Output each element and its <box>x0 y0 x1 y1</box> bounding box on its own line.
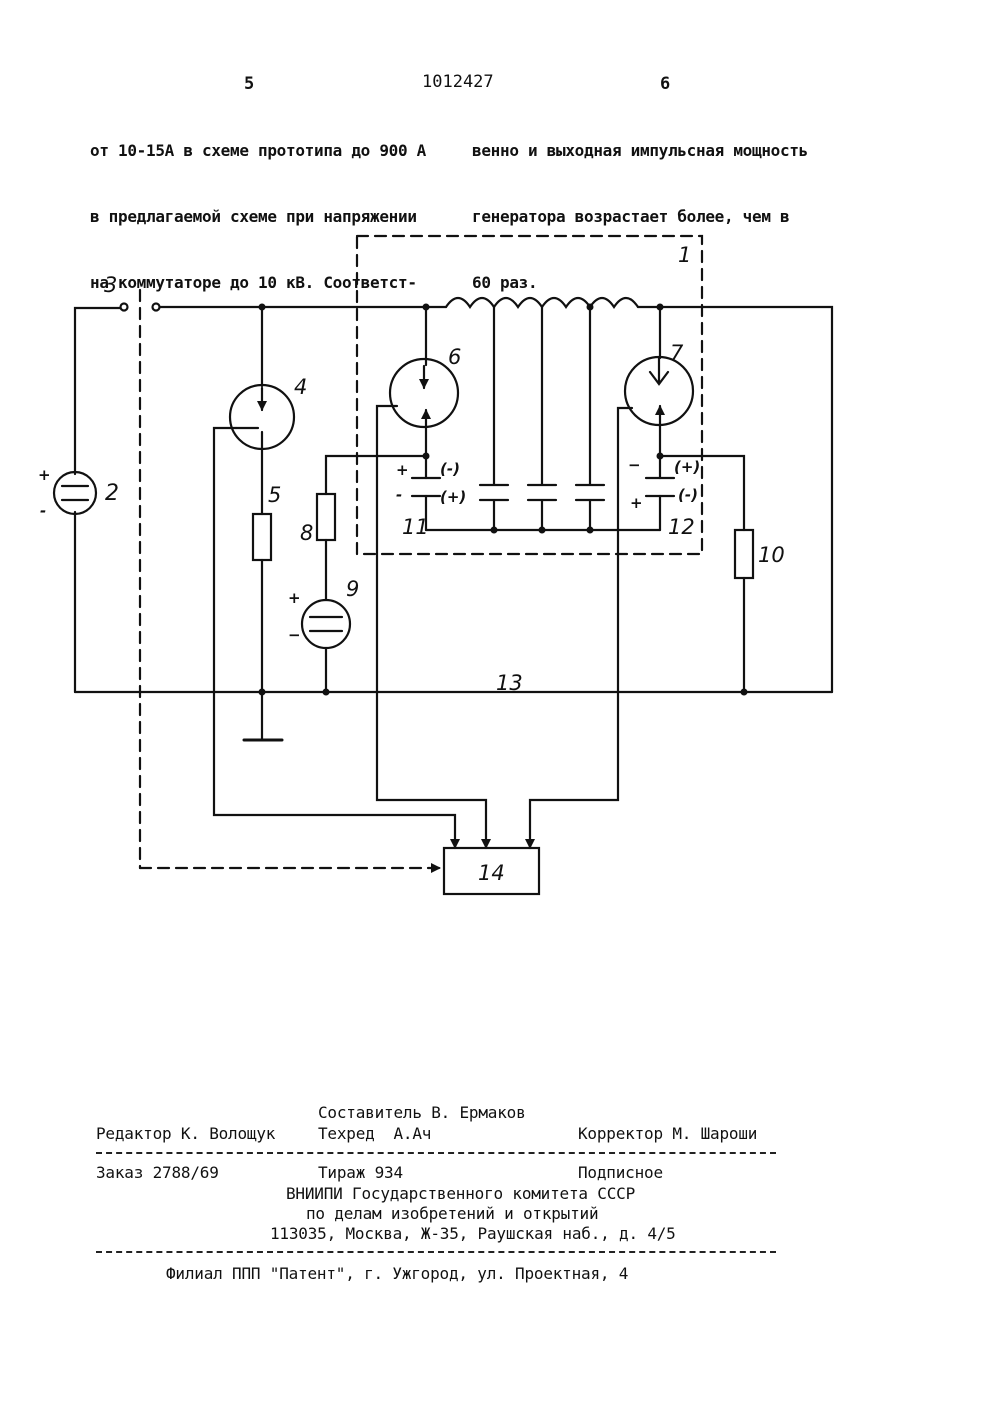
junction <box>657 453 664 460</box>
capacitor <box>576 307 604 530</box>
label-4: 4 <box>294 375 307 399</box>
source-9-plates <box>310 617 342 631</box>
label-2: 2 <box>105 481 119 506</box>
junction <box>323 689 330 696</box>
control-lead <box>214 428 455 848</box>
switch-contact <box>121 304 128 311</box>
source-2-plates <box>62 486 88 500</box>
junction <box>423 453 430 460</box>
polarity-mark: (-) <box>678 486 698 504</box>
junction <box>657 304 664 311</box>
label-6: 6 <box>448 345 461 369</box>
source-9 <box>302 600 350 648</box>
footer-compiler: Составитель В. Ермаков <box>318 1103 526 1122</box>
wire <box>75 308 120 474</box>
polarity-mark: - <box>40 502 46 520</box>
capacitor <box>480 307 508 530</box>
footer-circulation: Тираж 934 <box>318 1163 403 1182</box>
polarity-mark: + <box>630 494 643 512</box>
footer-rule <box>96 1152 776 1154</box>
footer-subscription: Подписное <box>578 1163 663 1182</box>
source-2 <box>54 472 96 514</box>
junction <box>587 304 594 311</box>
label-10: 10 <box>758 543 785 567</box>
control-lead <box>530 408 632 848</box>
switch-7-arrow <box>650 358 668 384</box>
resistor-8 <box>317 494 335 540</box>
capacitor-12 <box>646 478 674 496</box>
footer-address: 113035, Москва, Ж-35, Раушская наб., д. … <box>270 1224 676 1243</box>
footer-organization: по делам изобретений и открытий <box>306 1204 598 1223</box>
footer-techred: Техред А.Ач <box>318 1124 431 1143</box>
junction <box>741 689 748 696</box>
junction <box>587 527 594 534</box>
footer-order: Заказ 2788/69 <box>96 1163 219 1182</box>
block-1-boundary <box>357 236 702 554</box>
switch-contact <box>153 304 160 311</box>
polarity-mark: + <box>288 589 301 607</box>
polarity-mark: + <box>38 466 51 484</box>
capacitor-11 <box>412 478 440 496</box>
junction <box>259 304 266 311</box>
resistor-5 <box>253 514 271 560</box>
top-rail <box>638 307 832 692</box>
polarity-mark: - <box>396 486 402 504</box>
junction <box>539 527 546 534</box>
junction <box>491 527 498 534</box>
control-lead <box>377 406 486 848</box>
label-9: 9 <box>346 577 359 601</box>
footer-rule <box>96 1251 776 1253</box>
label-8: 8 <box>300 521 313 545</box>
polarity-mark: − <box>628 456 641 474</box>
footer-corrector: Корректор М. Шароши <box>578 1124 757 1143</box>
polarity-mark: (-) <box>440 460 460 478</box>
polarity-mark: (+) <box>440 488 466 506</box>
footer-branch: Филиал ППП "Патент", г. Ужгород, ул. Про… <box>166 1264 628 1283</box>
junction <box>423 304 430 311</box>
resistor-10 <box>735 530 753 578</box>
polarity-mark: − <box>288 626 301 644</box>
label-13: 13 <box>496 671 523 695</box>
capacitor <box>528 307 556 530</box>
label-11: 11 <box>402 515 429 539</box>
footer-editor: Редактор К. Волощук <box>96 1124 275 1143</box>
label-3: 3 <box>104 273 117 297</box>
label-7: 7 <box>670 341 684 365</box>
label-12: 12 <box>668 515 695 539</box>
label-14: 14 <box>478 861 505 885</box>
junction <box>259 689 266 696</box>
label-5: 5 <box>268 483 281 507</box>
label-1: 1 <box>678 243 691 267</box>
inductor-coil <box>446 298 638 307</box>
polarity-mark: (+) <box>674 458 700 476</box>
polarity-mark: + <box>396 461 409 479</box>
footer-organization: ВНИИПИ Государственного комитета СССР <box>286 1184 635 1203</box>
